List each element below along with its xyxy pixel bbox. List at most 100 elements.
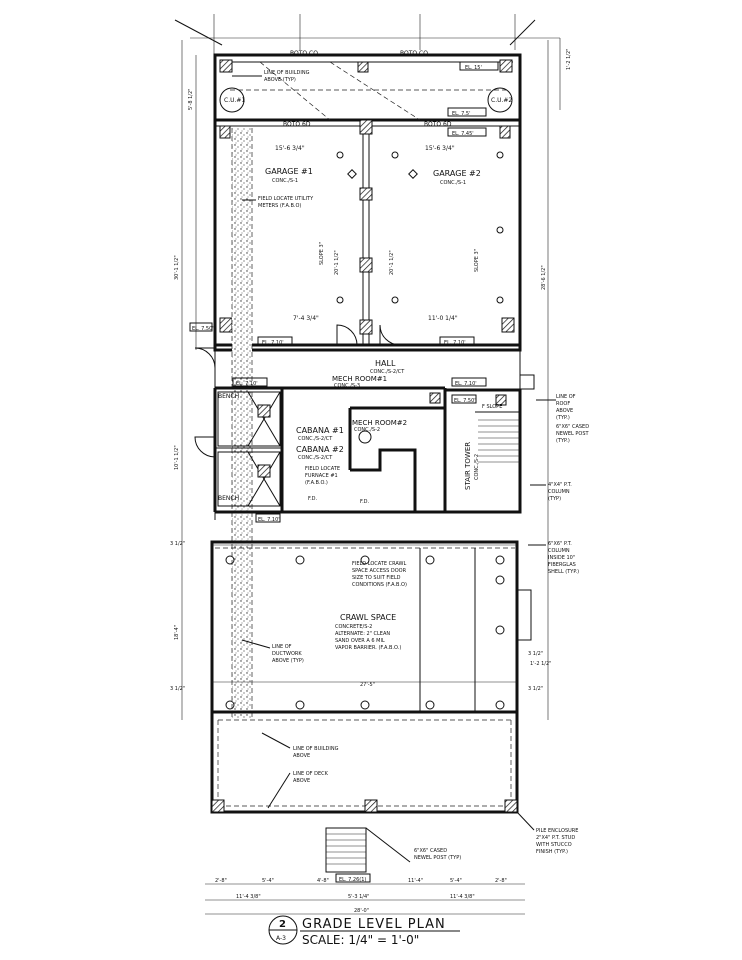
- svg-text:18'-4": 18'-4": [174, 625, 180, 640]
- column-marker: [501, 317, 515, 333]
- svg-text:BENCH: BENCH: [218, 495, 239, 502]
- svg-text:EL. 7.50': EL. 7.50': [192, 326, 214, 332]
- drawing-title: GRADE LEVEL PLAN: [302, 917, 446, 932]
- svg-text:C.U.#1: C.U.#1: [224, 97, 245, 104]
- svg-text:NEWEL POST: NEWEL POST: [556, 431, 590, 437]
- svg-text:EL. 15': EL. 15': [465, 65, 482, 71]
- svg-text:15'-6 3/4": 15'-6 3/4": [275, 145, 305, 152]
- svg-text:3 1/2": 3 1/2": [528, 686, 543, 692]
- svg-text:EL. 7.5': EL. 7.5': [452, 111, 470, 117]
- svg-text:CONC./S-2: CONC./S-2: [354, 427, 380, 433]
- right-dimensions: 28'-6 1/2" 1'-2 1/2" 1'-2 1/2" 3 1/2" 3 …: [528, 38, 572, 720]
- svg-text:CONDITIONS (F.A.B.O): CONDITIONS (F.A.B.O): [352, 582, 407, 588]
- column-marker: [359, 319, 373, 335]
- svg-text:EL. 7.50': EL. 7.50': [454, 398, 476, 404]
- svg-text:SAND OVER A 6 MIL: SAND OVER A 6 MIL: [335, 638, 385, 644]
- svg-text:11'-4": 11'-4": [408, 878, 423, 884]
- svg-text:FURNACE #1: FURNACE #1: [305, 473, 338, 479]
- svg-text:CONC./S-2/CT: CONC./S-2/CT: [370, 369, 405, 375]
- room-label-crawl-space: CRAWL SPACE: [340, 613, 396, 622]
- svg-text:LINE OF DECK: LINE OF DECK: [293, 771, 329, 777]
- svg-text:FIELD LOCATE CRAWL: FIELD LOCATE CRAWL: [352, 561, 406, 567]
- door-swing-icon: [194, 436, 216, 458]
- sheet-number: A-3: [276, 935, 286, 942]
- entry-steps: 6"X6" CASED NEWEL POST (TYP) EL. 7.26(1): [325, 827, 461, 883]
- svg-text:(TYP): (TYP): [548, 496, 561, 502]
- svg-text:6"X6" CASED: 6"X6" CASED: [414, 848, 447, 854]
- svg-text:3 1/2": 3 1/2": [170, 686, 185, 692]
- svg-text:SHELL (TYP.): SHELL (TYP.): [548, 569, 579, 575]
- stair-tower: STAIR TOWER CONC./S-2 F SLOPE EL. 7.50': [443, 388, 522, 514]
- room-label-mech-2: MECH ROOM#2: [352, 419, 407, 427]
- svg-text:20'-1 1/2": 20'-1 1/2": [334, 250, 340, 275]
- svg-text:EL. 7.10': EL. 7.10': [455, 381, 477, 387]
- svg-text:EL. 7.10': EL. 7.10': [444, 340, 466, 346]
- svg-text:20'-1 1/2": 20'-1 1/2": [389, 250, 395, 275]
- svg-text:C.U.#2: C.U.#2: [491, 97, 512, 104]
- svg-text:INSIDE 10": INSIDE 10": [548, 555, 575, 561]
- column-marker: [359, 187, 373, 201]
- svg-text:EL. 7.10': EL. 7.10': [236, 381, 258, 387]
- column-marker: [359, 257, 373, 273]
- svg-text:ABOVE: ABOVE: [293, 753, 310, 759]
- svg-text:BOTO CO.: BOTO CO.: [290, 50, 320, 57]
- svg-text:FINISH (TYP.): FINISH (TYP.): [536, 849, 568, 855]
- room-label-garage-2: GARAGE #2: [433, 169, 481, 178]
- top-lines: [174, 14, 560, 54]
- room-label-hall: HALL: [375, 359, 396, 368]
- svg-text:NEWEL POST (TYP): NEWEL POST (TYP): [414, 855, 461, 861]
- svg-text:CONC./S-1: CONC./S-1: [440, 180, 466, 186]
- room-label-mech-1: MECH ROOM#1: [332, 375, 387, 383]
- svg-text:F SLOPE: F SLOPE: [482, 404, 502, 410]
- svg-text:COLUMN: COLUMN: [548, 548, 570, 554]
- utility-strip: [232, 128, 252, 718]
- drain-icon: [408, 169, 418, 179]
- column-marker: [519, 374, 535, 390]
- condensing-unit-1: [219, 87, 245, 113]
- svg-text:BOTO 6D: BOTO 6D: [283, 121, 311, 128]
- svg-text:ALTERNATE: 2" CLEAN: ALTERNATE: 2" CLEAN: [335, 631, 390, 637]
- column-marker: [499, 125, 511, 139]
- svg-text:F.D.: F.D.: [308, 496, 318, 502]
- drawing-scale: SCALE: 1/4" = 1'-0": [302, 933, 419, 947]
- svg-text:7'-4 3/4": 7'-4 3/4": [293, 315, 319, 322]
- column-marker: [219, 317, 233, 333]
- svg-text:27'-5": 27'-5": [360, 682, 375, 688]
- svg-text:LINE OF: LINE OF: [556, 394, 576, 400]
- drawing-number: 2: [279, 919, 286, 930]
- deck-zone: LINE OF BUILDING ABOVE LINE OF DECK ABOV…: [210, 710, 519, 814]
- svg-text:LINE OF: LINE OF: [272, 644, 292, 650]
- svg-text:ABOVE (TYP): ABOVE (TYP): [264, 77, 296, 83]
- svg-text:WITH STUCCO: WITH STUCCO: [536, 842, 572, 848]
- svg-text:COLUMN: COLUMN: [548, 489, 570, 495]
- svg-text:SLOPE 3": SLOPE 3": [474, 249, 480, 272]
- svg-text:5'-4": 5'-4": [450, 878, 462, 884]
- door-swing-icon: [379, 324, 401, 346]
- svg-text:6"X6" P.T.: 6"X6" P.T.: [548, 541, 572, 547]
- svg-text:6"X6" CASED: 6"X6" CASED: [556, 424, 589, 430]
- left-notes: LINE OF BUILDING ABOVE (TYP) FIELD LOCAT…: [232, 70, 314, 664]
- svg-text:BOTO 6D: BOTO 6D: [424, 121, 452, 128]
- cabanas: BENCH BENCH CABANA #1 CONC./S-2/CT CABAN…: [213, 388, 445, 523]
- room-label-stair-tower: STAIR TOWER: [464, 442, 472, 490]
- svg-text:ABOVE: ABOVE: [556, 408, 573, 414]
- svg-text:SPACE ACCESS DOOR: SPACE ACCESS DOOR: [352, 568, 407, 574]
- svg-text:CONC./S-3: CONC./S-3: [334, 383, 360, 389]
- svg-text:CONC./S-2: CONC./S-2: [474, 454, 480, 480]
- svg-text:METERS (F.A.B.O): METERS (F.A.B.O): [258, 203, 301, 209]
- svg-text:5'-3 1/4": 5'-3 1/4": [348, 894, 369, 900]
- svg-text:SLOPE 3": SLOPE 3": [319, 242, 325, 265]
- crawl-pier-dots: [225, 555, 505, 710]
- svg-text:VAPOR BARRIER. (F.A.B.O.): VAPOR BARRIER. (F.A.B.O.): [335, 645, 401, 651]
- mech-room-2: MECH ROOM#2 CONC./S-2 F.D.: [348, 388, 447, 512]
- svg-text:1'-2 1/2": 1'-2 1/2": [566, 49, 572, 70]
- svg-text:11'-4 3/8": 11'-4 3/8": [450, 894, 475, 900]
- column-marker: [357, 61, 369, 73]
- svg-text:1'-2 1/2": 1'-2 1/2": [530, 661, 551, 667]
- svg-text:BENCH: BENCH: [218, 393, 239, 400]
- room-label-garage-1: GARAGE #1: [265, 167, 313, 176]
- room-label-cabana-1: CABANA #1: [296, 426, 344, 435]
- svg-text:CONCRETE/S-2: CONCRETE/S-2: [335, 624, 372, 630]
- svg-text:15'-6 3/4": 15'-6 3/4": [425, 145, 455, 152]
